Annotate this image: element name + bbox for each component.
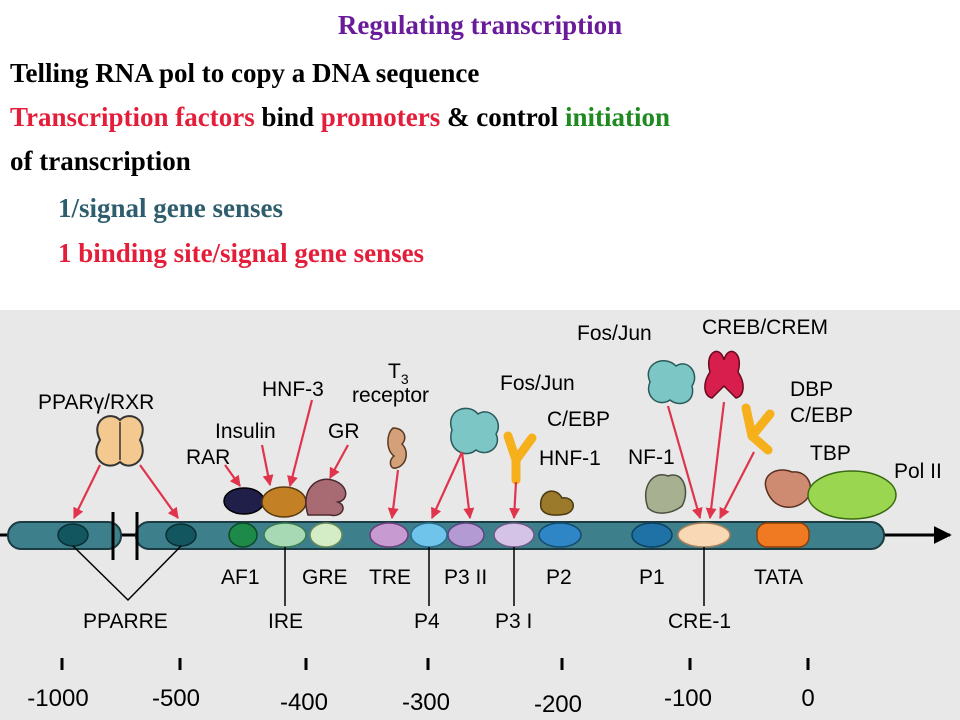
label-p4: P4 bbox=[414, 610, 440, 633]
promoters-text: promoters bbox=[320, 102, 441, 132]
bind-text: bind bbox=[254, 102, 321, 132]
label-gr: GR bbox=[328, 420, 360, 443]
af1-site bbox=[228, 522, 258, 548]
label-dbp: DBP bbox=[790, 378, 833, 401]
promoter-diagram: PPARγ/RXR RAR Insulin HNF-3 GR T3 recept… bbox=[0, 310, 960, 720]
scale-label: -200 bbox=[534, 691, 582, 718]
label-creb-crem: CREB/CREM bbox=[702, 316, 828, 339]
tata-site bbox=[756, 522, 810, 548]
tre-site bbox=[369, 522, 409, 548]
pol2-factor bbox=[807, 470, 897, 520]
label-tata: TATA bbox=[754, 566, 803, 589]
transcription-factors-text: Transcription factors bbox=[10, 102, 255, 132]
scale-label: -1000 bbox=[27, 685, 88, 712]
label-pparre: PPARRE bbox=[83, 610, 168, 633]
pparre-site-2 bbox=[165, 523, 197, 547]
p3ii-site bbox=[447, 522, 485, 548]
arrow-t3 bbox=[387, 469, 400, 520]
leader-pparre bbox=[72, 545, 182, 602]
label-receptor: receptor bbox=[352, 384, 429, 407]
binding-arrows bbox=[73, 399, 755, 520]
label-hnf3: HNF-3 bbox=[262, 378, 324, 401]
fos-jun-factor-2 bbox=[647, 360, 696, 405]
arrow-rar bbox=[224, 464, 241, 487]
rar-factor bbox=[223, 487, 265, 515]
label-hnf1: HNF-1 bbox=[539, 447, 601, 470]
dbp-cebp-factor bbox=[741, 403, 775, 455]
arrow-creb-cre bbox=[705, 401, 726, 520]
bullet-signal-gene: 1/signal gene senses bbox=[58, 193, 284, 223]
arrow-insulin bbox=[260, 444, 274, 487]
label-nf1: NF-1 bbox=[628, 446, 675, 469]
label-ppar-rxr: PPARγ/RXR bbox=[38, 391, 154, 414]
hnf1-factor bbox=[540, 490, 574, 516]
description-line: Transcription factors bind promoters & c… bbox=[10, 102, 670, 133]
ire-site bbox=[263, 522, 307, 548]
initiation-text: initiation bbox=[565, 102, 671, 132]
description-line-cont: of transcription bbox=[10, 146, 191, 176]
arrow-hnf3 bbox=[287, 399, 314, 488]
label-cebp-1: C/EBP bbox=[547, 408, 610, 431]
label-rar: RAR bbox=[186, 446, 230, 469]
control-text: & control bbox=[440, 102, 565, 132]
label-p1: P1 bbox=[639, 566, 665, 589]
arrow-fosjun-p4 bbox=[430, 451, 464, 520]
arrow-ppar-2 bbox=[139, 464, 179, 519]
gre-site bbox=[309, 522, 343, 548]
scale-label: -100 bbox=[664, 685, 712, 712]
scale-label: -400 bbox=[280, 689, 328, 716]
insulin-factor bbox=[261, 486, 307, 518]
scale-label: -300 bbox=[402, 689, 450, 716]
p2-site bbox=[538, 522, 582, 548]
nf1-factor bbox=[645, 474, 687, 514]
pparre-site-1 bbox=[57, 523, 89, 547]
creb-crem-factor bbox=[704, 350, 744, 399]
scale-label: -500 bbox=[152, 685, 200, 712]
p1-site bbox=[631, 522, 673, 548]
cebp-factor-1 bbox=[503, 431, 537, 485]
arrow-gr bbox=[329, 444, 349, 479]
page-title: Regulating transcription bbox=[337, 10, 623, 40]
diagram-background bbox=[0, 310, 960, 720]
arrow-dbp-cre bbox=[719, 451, 755, 519]
scale-ticks bbox=[60, 658, 810, 670]
label-fos-jun-1: Fos/Jun bbox=[500, 372, 575, 395]
gr-factor bbox=[305, 478, 347, 517]
label-t3: T3 bbox=[388, 360, 409, 387]
label-fos-jun-2: Fos/Jun bbox=[577, 322, 652, 345]
label-p3i: P3 I bbox=[495, 610, 532, 633]
label-af1: AF1 bbox=[221, 566, 260, 589]
label-cebp-2: C/EBP bbox=[790, 404, 853, 427]
p3i-site bbox=[493, 522, 535, 548]
scale-label: 0 bbox=[801, 685, 814, 712]
label-gre: GRE bbox=[302, 566, 348, 589]
label-tre: TRE bbox=[369, 566, 411, 589]
tbp-factor bbox=[764, 469, 812, 509]
arrow-fosjun-cre bbox=[666, 405, 703, 520]
label-tbp: TBP bbox=[810, 442, 851, 465]
label-ire: IRE bbox=[268, 610, 303, 633]
label-pol2: Pol II bbox=[894, 460, 942, 483]
subtitle-line: Telling RNA pol to copy a DNA sequence bbox=[10, 58, 480, 88]
fos-jun-factor-1 bbox=[449, 407, 499, 455]
label-cre1: CRE-1 bbox=[668, 610, 731, 633]
label-p2: P2 bbox=[546, 566, 572, 589]
arrow-cebp bbox=[509, 481, 521, 520]
label-insulin: Insulin bbox=[215, 420, 276, 443]
arrow-fosjun-p3ii bbox=[460, 451, 475, 520]
site-leader-lines bbox=[72, 545, 705, 606]
label-p3ii: P3 II bbox=[444, 566, 487, 589]
t3-receptor-factor bbox=[387, 427, 407, 469]
p4-site bbox=[410, 522, 448, 548]
arrow-ppar-1 bbox=[73, 464, 101, 519]
cre1-site bbox=[677, 522, 731, 548]
bullet-binding-site: 1 binding site/signal gene senses bbox=[58, 238, 425, 268]
